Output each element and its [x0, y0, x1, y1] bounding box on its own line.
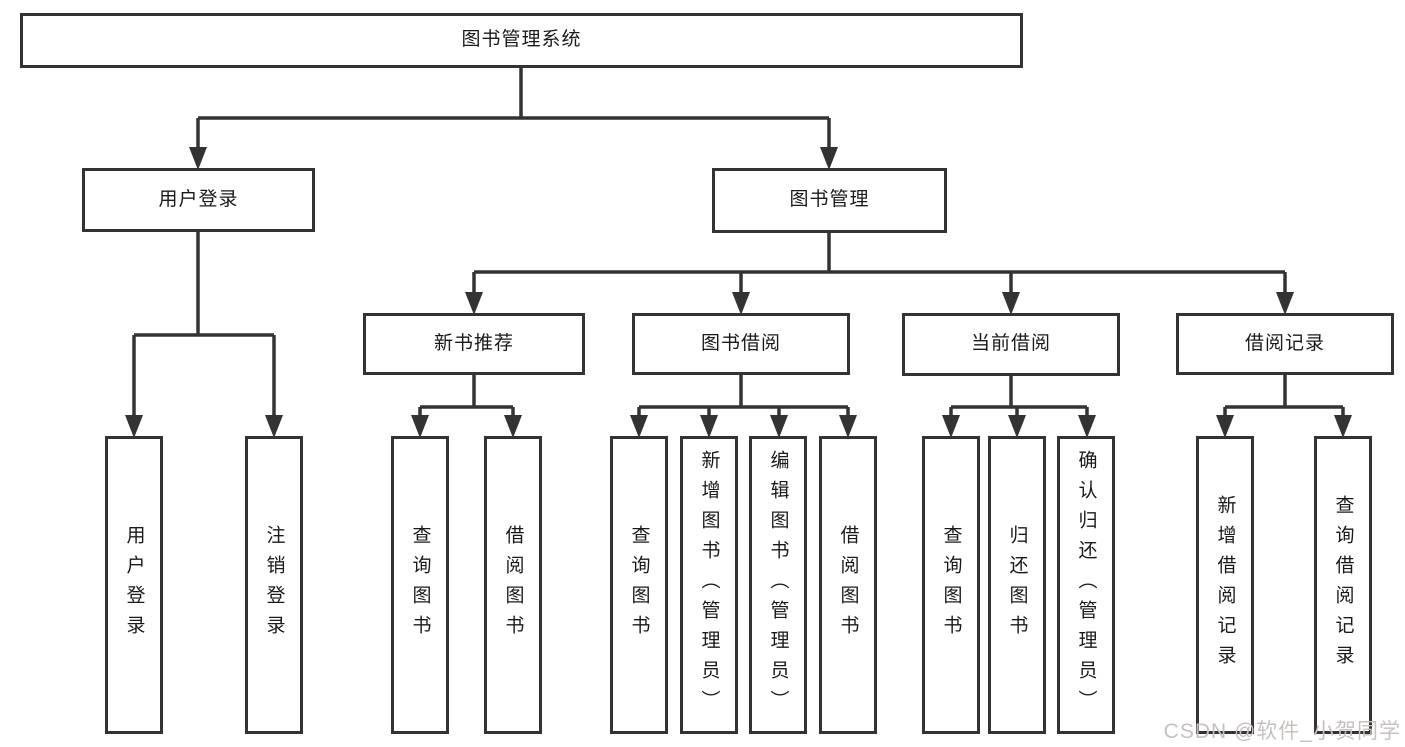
arrowhead: [189, 147, 207, 170]
arrowhead: [820, 147, 838, 170]
csdn-watermark: CSDN @软件_小贺同学: [1163, 720, 1401, 743]
node-label: 确认归还（管理员）: [1075, 450, 1097, 720]
leaf-borrow-books-recommend: 借阅图书: [484, 436, 542, 734]
leaf-add-book-admin: 新增图书（管理员）: [680, 436, 738, 734]
connector-userlogin-to-leaves: [125, 232, 283, 438]
connector-borrowing-to-leaves: [630, 375, 857, 438]
arrowhead: [1276, 292, 1294, 315]
leaf-query-books-current: 查询图书: [922, 436, 980, 734]
connector-recommend-to-leaves: [411, 375, 522, 438]
arrowhead: [265, 415, 283, 438]
arrowhead: [630, 415, 648, 438]
node-user-login: 用户登录: [82, 168, 315, 232]
connector-current-to-leaves: [942, 375, 1096, 438]
arrowhead: [1334, 415, 1352, 438]
arrowhead: [770, 415, 788, 438]
leaf-user-login: 用户登录: [105, 436, 163, 734]
node-label: 归还图书: [1006, 525, 1028, 645]
arrowhead: [942, 415, 960, 438]
node-borrowing-records: 借阅记录: [1176, 313, 1394, 375]
arrowhead: [732, 292, 750, 315]
connector-root-to-level2: [189, 67, 838, 170]
node-label: 借阅记录: [1244, 332, 1325, 354]
connector-records-to-leaves: [1216, 375, 1352, 438]
node-label: 借阅图书: [502, 525, 524, 645]
node-label: 图书借阅: [700, 332, 781, 354]
node-label: 新增图书（管理员）: [698, 450, 720, 720]
leaf-query-books-recommend: 查询图书: [391, 436, 449, 734]
node-label: 编辑图书（管理员）: [767, 450, 789, 720]
node-label: 新书推荐: [433, 332, 514, 354]
arrowhead: [700, 415, 718, 438]
node-label: 用户登录: [158, 188, 239, 210]
node-library-management-system: 图书管理系统: [20, 13, 1023, 68]
node-label: 新增借阅记录: [1214, 495, 1236, 675]
arrowhead: [465, 292, 483, 315]
node-book-borrowing: 图书借阅: [632, 313, 850, 375]
arrowhead: [411, 415, 429, 438]
node-book-management: 图书管理: [712, 168, 947, 233]
node-label: 注销登录: [263, 525, 285, 645]
connector-bookmgmt-to-level3: [465, 233, 1294, 315]
node-label: 借阅图书: [837, 525, 859, 645]
node-label: 当前借阅: [970, 333, 1051, 355]
arrowhead: [125, 415, 143, 438]
arrowhead: [1008, 415, 1026, 438]
leaf-return-book: 归还图书: [988, 436, 1046, 734]
node-label: 查询借阅记录: [1332, 495, 1354, 675]
node-new-book-recommend: 新书推荐: [363, 313, 585, 375]
node-label: 用户登录: [123, 525, 145, 645]
arrowhead: [839, 415, 857, 438]
arrowhead: [1002, 292, 1020, 315]
leaf-edit-book-admin: 编辑图书（管理员）: [749, 436, 807, 734]
node-label: 查询图书: [409, 525, 431, 645]
leaf-borrow-books: 借阅图书: [819, 436, 877, 734]
node-label: 图书管理系统: [461, 29, 582, 51]
node-label: 查询图书: [940, 525, 962, 645]
leaf-query-borrow-record: 查询借阅记录: [1314, 436, 1372, 734]
arrowhead: [1078, 415, 1096, 438]
leaf-logout: 注销登录: [245, 436, 303, 734]
node-current-borrowing: 当前借阅: [902, 313, 1120, 376]
arrowhead: [1216, 415, 1234, 438]
leaf-add-borrow-record: 新增借阅记录: [1196, 436, 1254, 734]
leaf-confirm-return-admin: 确认归还（管理员）: [1057, 436, 1115, 734]
node-label: 图书管理: [789, 189, 870, 211]
node-label: 查询图书: [628, 525, 650, 645]
leaf-query-books-borrowing: 查询图书: [610, 436, 668, 734]
arrowhead: [504, 415, 522, 438]
